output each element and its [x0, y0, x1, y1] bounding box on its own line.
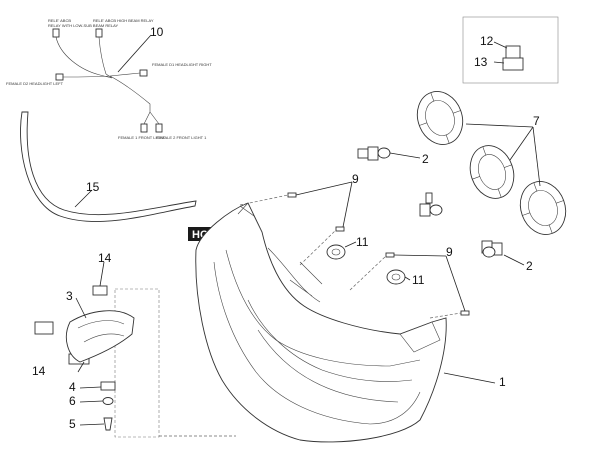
bulb-middle	[419, 192, 443, 217]
female-left-label: FEMALE D2 HEADLIGHT LEFT	[6, 81, 64, 86]
relay-low-label-2: RELAY WITH LOW-SUB BEAM RELAY	[48, 23, 118, 28]
callout-2-lower: 2	[526, 259, 533, 273]
screw-5	[103, 417, 113, 431]
trim-strip: 15	[20, 111, 197, 222]
washer-6	[102, 397, 114, 405]
callout-14-top: 14	[98, 251, 112, 265]
callout-7: 7	[533, 114, 540, 128]
relay-base	[502, 57, 524, 71]
pad-left	[34, 321, 54, 335]
bulb-lower	[481, 240, 503, 258]
callout-5: 5	[69, 417, 76, 431]
screw-2	[335, 226, 345, 232]
callout-12: 12	[480, 34, 494, 48]
pad-top	[92, 285, 108, 296]
female-right-label: FEMALE D1 HEADLIGHT RIGHT	[152, 62, 212, 67]
wiring-harness: RELE' ABCB RELAY WITH LOW-SUB BEAM RELAY…	[6, 18, 212, 140]
grommets: 11 11	[326, 235, 425, 287]
screw-4	[460, 310, 470, 316]
callout-10: 10	[150, 25, 164, 39]
callout-13: 13	[474, 55, 488, 69]
front-right-connector	[155, 123, 163, 133]
callout-14-bottom: 14	[32, 364, 46, 378]
callout-15: 15	[86, 180, 100, 194]
callout-2-upper: 2	[422, 152, 429, 166]
relay-low-label: RELE' ABCB	[48, 18, 71, 23]
bulb-upper	[357, 146, 391, 161]
female-right-connector	[139, 69, 148, 77]
front-left-connector	[140, 123, 148, 133]
relay-low-connector	[52, 28, 60, 38]
headlight-assembly: 1	[195, 202, 506, 443]
callout-1: 1	[499, 375, 506, 389]
callout-11-upper: 11	[356, 235, 369, 249]
bracket-group: 14 3 14 4 6 5	[32, 251, 236, 438]
grommet-1	[326, 244, 346, 260]
callout-4: 4	[69, 380, 76, 394]
grommet-2	[386, 269, 406, 285]
relay-high-label: RELE' ABCB HIGH BEAM RELAY	[93, 18, 154, 23]
callout-6: 6	[69, 394, 76, 408]
front-right-label: FEMALE 2 FRONT LIGHT 1	[156, 135, 207, 140]
screw-1	[287, 192, 297, 198]
relay-kit: 12 13	[462, 16, 559, 84]
callout-9-upper: 9	[352, 172, 359, 186]
callout-11-lower: 11	[412, 273, 425, 287]
screw-3	[385, 252, 395, 258]
callout-9-lower: 9	[446, 245, 453, 259]
relay-high-connector	[95, 28, 103, 38]
nut-4	[100, 381, 116, 391]
front-left-label: FEMALE 1 FRONT LIGHT	[118, 135, 166, 140]
bulbs: 2 2	[357, 146, 533, 273]
reflector-rings: 7	[416, 91, 567, 235]
female-left-connector	[55, 73, 64, 81]
bracket-3	[66, 310, 135, 363]
callout-3: 3	[66, 289, 73, 303]
screws: 9 9	[239, 172, 470, 319]
